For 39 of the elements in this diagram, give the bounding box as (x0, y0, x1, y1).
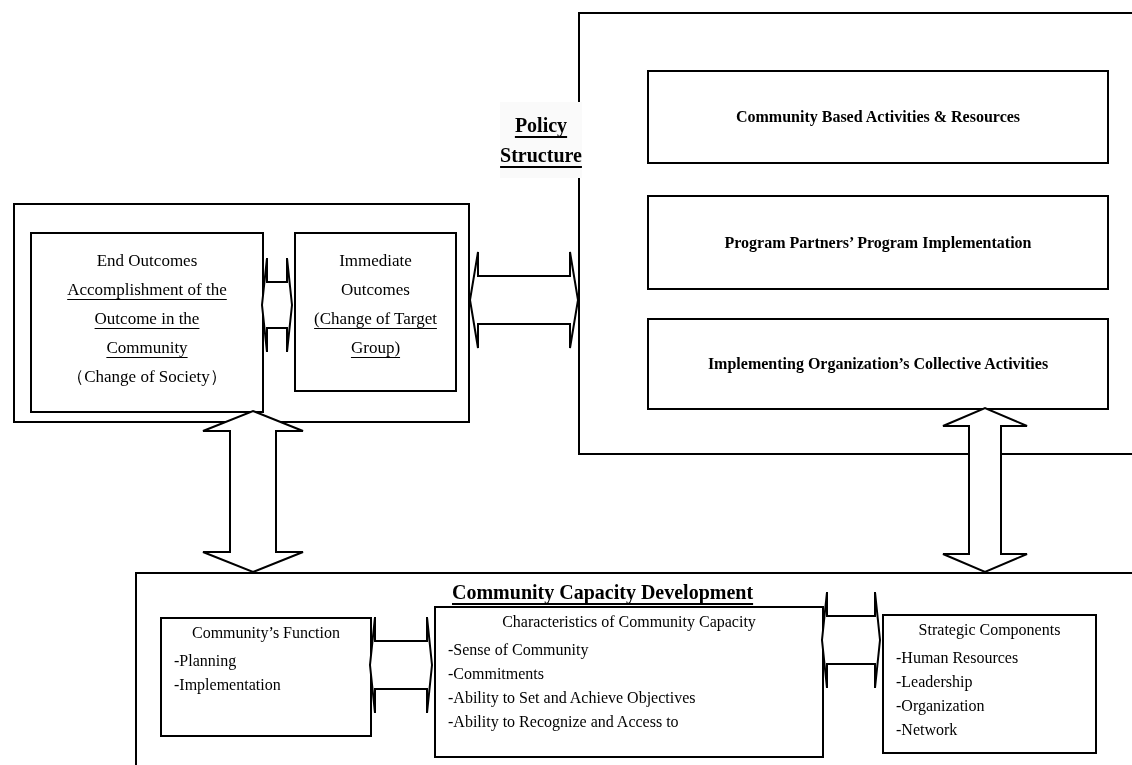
box-heading: Characteristics of Community Capacity (502, 612, 756, 633)
box-text: End Outcomes (96, 250, 198, 272)
group-frame (135, 572, 1132, 765)
text-box (294, 232, 457, 392)
group-frame (13, 203, 470, 423)
section-heading: Community Capacity Development (452, 580, 754, 604)
double-arrow (469, 251, 579, 349)
box-label: Implementing Organization’s Collective Activities (707, 354, 1049, 375)
list-item: -Leadership (896, 672, 973, 693)
box-label: Program Partners’ Program Implementation (724, 232, 1032, 254)
box-text: Immediate Outcomes (338, 250, 413, 301)
double-arrow (942, 406, 1028, 574)
box-heading: Community’s Function (192, 623, 340, 644)
list-item: -Sense of Community (448, 640, 589, 661)
text-box (647, 195, 1109, 290)
list-item: -Commitments (448, 664, 544, 684)
text-box (882, 614, 1097, 754)
list-item: -Organization (896, 696, 985, 717)
box-heading: Strategic Components (918, 620, 1061, 641)
box-text: Accomplishment of the Outcome in the Community (66, 279, 228, 359)
list-item: -Ability to Set and Achieve Objectives (448, 688, 696, 709)
list-item: -Human Resources (896, 648, 1019, 668)
text-box (647, 70, 1109, 164)
double-arrow (261, 257, 293, 353)
list-item: -Network (896, 720, 958, 740)
box-text: （Change of Society） (67, 366, 227, 388)
double-arrow (202, 409, 304, 574)
text-box (434, 606, 824, 758)
box-label: Community Based Activities & Resources (735, 107, 1021, 128)
section-heading: Policy Structure (500, 102, 582, 178)
list-item: -Planning (174, 651, 237, 672)
list-item: -Implementation (174, 675, 281, 696)
box-text: (Change of Target Group) (313, 308, 438, 359)
text-box (647, 318, 1109, 410)
list-item: -Ability to Recognize and Access to (448, 712, 679, 733)
text-box (160, 617, 372, 737)
double-arrow (821, 591, 881, 689)
double-arrow (369, 616, 433, 714)
text-box (30, 232, 264, 413)
